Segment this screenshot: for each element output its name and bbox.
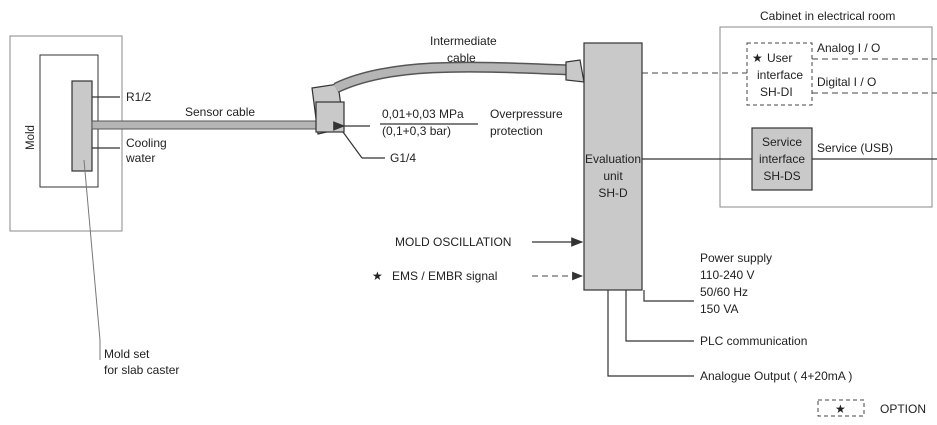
mold-oscillation-label: MOLD OSCILLATION	[395, 235, 511, 249]
plc-line	[625, 290, 694, 342]
overpressure-label-2: protection	[490, 124, 543, 138]
ui-label-2: interface	[757, 68, 803, 82]
power-label-2: 110-240 V	[700, 268, 755, 282]
sensor-strip	[71, 80, 93, 172]
option-legend-box	[817, 399, 865, 417]
option-star: ★	[835, 402, 846, 416]
power-label-1: Power supply	[700, 251, 772, 265]
g14-label: G1/4	[390, 151, 416, 165]
analogue-output-line	[607, 290, 694, 377]
mold-set-leader	[83, 159, 101, 341]
plug	[565, 59, 585, 83]
analog-io-label: Analog I / O	[817, 41, 880, 55]
power-label-3: 50/60 Hz	[700, 285, 748, 299]
cooling-label-2: water	[125, 151, 155, 165]
analogue-output-label: Analogue Output ( 4+20mA )	[700, 369, 852, 383]
plc-label: PLC communication	[700, 334, 807, 348]
cooling-label-1: Cooling	[126, 136, 167, 150]
svc-label-1: Service	[762, 135, 802, 149]
power-line	[643, 290, 694, 302]
evaluation-unit	[583, 42, 643, 291]
cabinet-label: Cabinet in electrical room	[760, 9, 895, 23]
service-usb-label: Service (USB)	[817, 141, 893, 155]
ui-label-3: SH-DI	[760, 85, 793, 99]
eval-label-3: SH-D	[598, 186, 628, 200]
ui-star: ★	[752, 51, 763, 65]
option-label: OPTION	[880, 402, 926, 416]
eval-label-2: unit	[603, 169, 623, 183]
pressure-bar: (0,1+0,3 bar)	[382, 124, 451, 138]
power-label-4: 150 VA	[700, 302, 738, 316]
eval-label-1: Evaluation	[585, 152, 641, 166]
sensor-cable	[91, 120, 321, 130]
overpressure-label-1: Overpressure	[490, 107, 563, 121]
ems-signal-label: EMS / EMBR signal	[392, 269, 497, 283]
svc-label-3: SH-DS	[763, 169, 800, 183]
intermediate-label-1: Intermediate	[430, 34, 497, 48]
intermediate-label-2: cable	[447, 51, 476, 65]
mold-set-label-1: Mold set	[104, 347, 150, 361]
user-interface-box	[746, 42, 813, 106]
ui-label-1: User	[767, 51, 792, 65]
ems-star: ★	[372, 269, 383, 283]
intermediate-cable	[334, 63, 571, 92]
mold-set-label-2: for slab caster	[104, 363, 179, 377]
sensor-cable-label: Sensor cable	[185, 105, 255, 119]
r12-label: R1/2	[126, 90, 152, 104]
mold-label: Mold	[25, 125, 37, 150]
pressure-mpa: 0,01+0,03 MPa	[382, 107, 464, 121]
digital-io-label: Digital I / O	[817, 75, 876, 89]
svc-label-2: interface	[759, 152, 805, 166]
